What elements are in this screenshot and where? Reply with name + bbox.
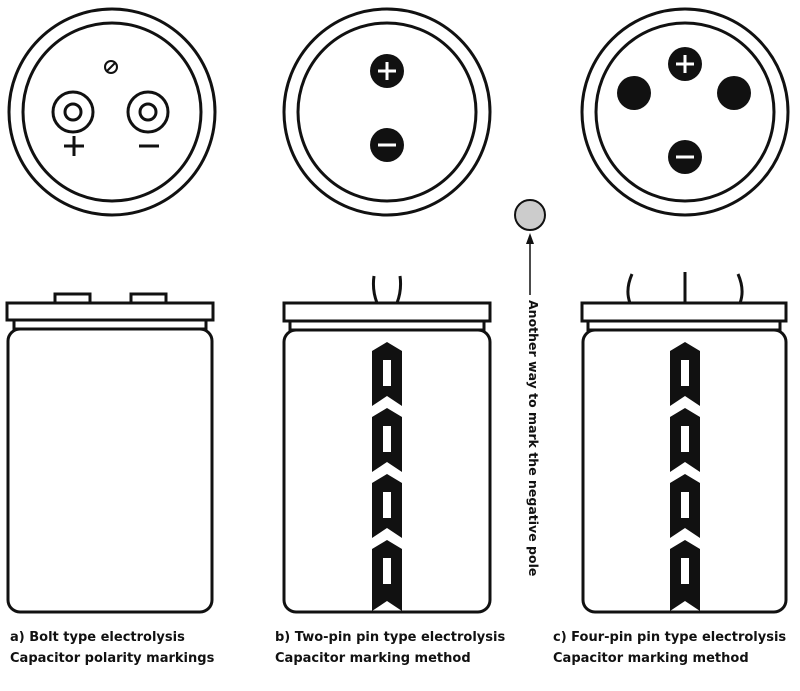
stripe-slot [681, 558, 689, 584]
pin-minus-b [370, 128, 404, 162]
stripe-slot [681, 492, 689, 518]
two-pin-capacitor-side-view [282, 275, 492, 614]
pin-plus-c [668, 47, 702, 81]
bolt-capacitor-top-view [7, 7, 217, 217]
stripe-slot [383, 360, 391, 386]
caption-b-line1: b) Two-pin pin type electrolysis [275, 630, 506, 645]
arrow-head [526, 233, 534, 244]
stripe-slot [681, 360, 689, 386]
annotation-negative-pole: Another way to mark the negative pole [526, 300, 541, 577]
negative-marker-dot [514, 199, 546, 231]
caption-a-line1: a) Bolt type electrolysis [10, 630, 185, 645]
negative-stripe-b [372, 342, 402, 611]
caption-b-line2: Capacitor marking method [275, 651, 471, 666]
bolt-capacitor-side-view [5, 292, 215, 614]
four-pin-capacitor-side-view [580, 272, 788, 614]
caption-b: b) Two-pin pin type electrolysis Capacit… [275, 627, 505, 669]
negative-stripe-c [670, 342, 700, 611]
two-pin-capacitor-top-view [282, 7, 492, 217]
caption-c: c) Four-pin pin type electrolysis Capaci… [553, 627, 786, 669]
caption-c-line1: c) Four-pin pin type electrolysis [553, 630, 787, 645]
stripe-slot [681, 426, 689, 452]
caption-c-line2: Capacitor marking method [553, 651, 749, 666]
caption-a-line2: Capacitor polarity markings [10, 651, 215, 666]
pin-minus-c [668, 140, 702, 174]
caption-a: a) Bolt type electrolysis Capacitor pola… [10, 627, 214, 669]
stripe-slot [383, 492, 391, 518]
pin-dummy-right [717, 76, 751, 110]
pin-dummy-left [617, 76, 651, 110]
stripe-slot [383, 558, 391, 584]
stripe-slot [383, 426, 391, 452]
pin-plus-b [370, 54, 404, 88]
four-pin-capacitor-top-view [580, 7, 790, 217]
